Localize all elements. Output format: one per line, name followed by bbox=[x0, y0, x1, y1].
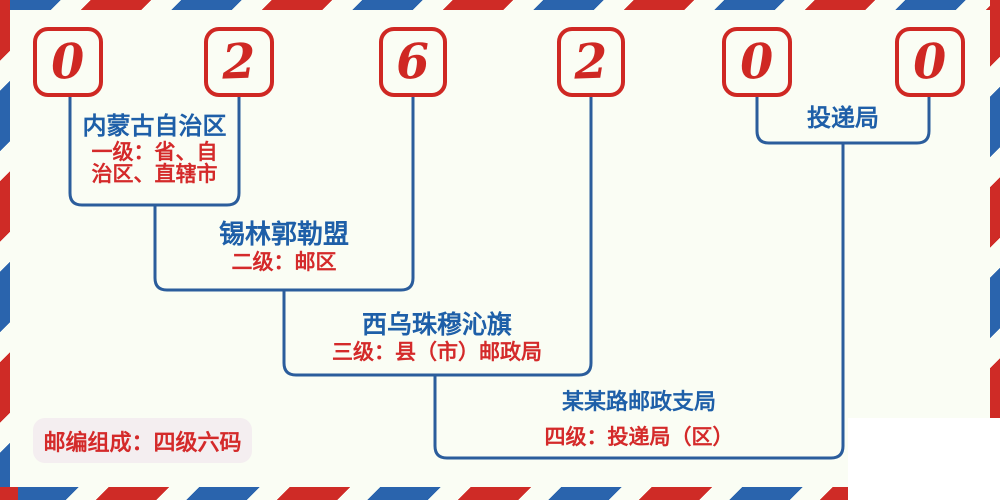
level2-desc: 二级：邮区 bbox=[231, 251, 337, 274]
digit-value-3: 6 bbox=[395, 33, 431, 91]
level3-region-name: 西乌珠穆沁旗 bbox=[361, 311, 512, 339]
digit-box-2: 2 bbox=[204, 27, 274, 97]
delivery-office-name: 投递局 bbox=[807, 105, 879, 132]
digit-value-4: 2 bbox=[573, 33, 609, 91]
level4-desc: 四级：投递局（区） bbox=[544, 426, 734, 449]
digit-box-3: 6 bbox=[379, 27, 447, 97]
digit-value-5: 0 bbox=[739, 33, 775, 91]
digit-value-2: 2 bbox=[221, 33, 257, 91]
level2-region-name: 锡林郭勒盟 bbox=[218, 219, 349, 249]
digit-box-6: 0 bbox=[895, 27, 965, 97]
level1-desc-line2: 治区、直辖市 bbox=[91, 163, 218, 186]
label-level4: 某某路邮政支局 四级：投递局（区） bbox=[489, 390, 789, 449]
digit-box-5: 0 bbox=[722, 27, 792, 97]
bracket-level3-line bbox=[282, 97, 593, 377]
digit-box-1: 0 bbox=[33, 27, 103, 97]
postal-composition-badge: 邮编组成：四级六码 bbox=[33, 418, 252, 463]
label-level3: 西乌珠穆沁旗 三级：县（市）邮政局 bbox=[286, 309, 588, 365]
bracket-level4-line bbox=[433, 143, 845, 460]
level3-desc: 三级：县（市）邮政局 bbox=[332, 341, 542, 364]
level1-region-name: 内蒙古自治区 bbox=[82, 113, 227, 140]
label-level2: 锡林郭勒盟 二级：邮区 bbox=[155, 217, 413, 275]
level4-branch-name: 某某路邮政支局 bbox=[561, 389, 716, 414]
label-delivery-office: 投递局 bbox=[757, 104, 929, 134]
digit-value-6: 0 bbox=[912, 33, 948, 91]
digit-value-1: 0 bbox=[50, 33, 86, 91]
digit-box-4: 2 bbox=[557, 27, 625, 97]
postal-composition-text: 邮编组成：四级六码 bbox=[43, 429, 242, 455]
corner-white-patch bbox=[848, 418, 1000, 500]
label-level1: 内蒙古自治区 一级：省、自 治区、直辖市 bbox=[70, 112, 239, 186]
level1-desc-line1: 一级：省、自 bbox=[91, 141, 218, 164]
